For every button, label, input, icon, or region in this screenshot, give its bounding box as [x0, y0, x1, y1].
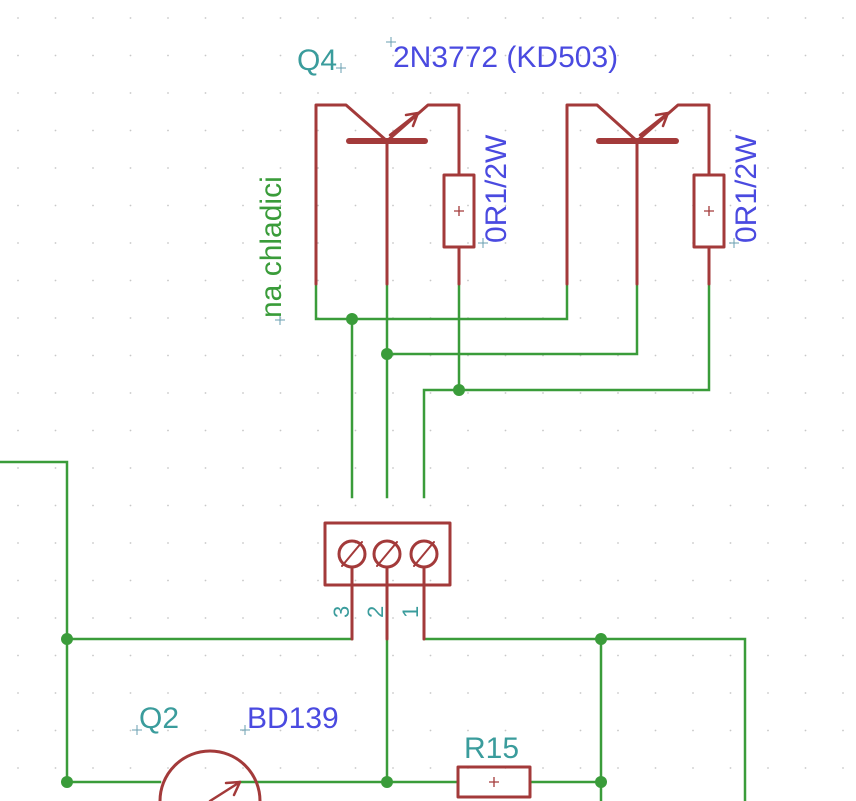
wires	[0, 282, 747, 801]
wire-base-net[interactable]	[385, 282, 639, 499]
q4-name-label: Q4	[297, 44, 337, 77]
resistor-right[interactable]	[692, 173, 726, 286]
wire-left-feed[interactable]	[0, 460, 69, 787]
heatsink-note: na chladici	[255, 176, 288, 318]
origin-cross	[240, 725, 250, 735]
junction-dot	[61, 776, 73, 788]
junction-dot	[595, 776, 607, 788]
resistor-mark	[489, 777, 499, 787]
junction-dot	[381, 776, 393, 788]
terminal-connector[interactable]	[323, 521, 452, 641]
transistor-q2[interactable]	[158, 749, 262, 801]
junction-dot	[595, 633, 607, 645]
resistor-left-value: 0R1/2W	[480, 134, 513, 243]
pin-2-label: 2	[363, 606, 388, 618]
q2-name-label: Q2	[139, 702, 179, 735]
wire-emitter-net[interactable]	[422, 282, 711, 499]
origin-cross	[132, 725, 142, 735]
q4-value-label: 2N3772 (KD503)	[393, 41, 618, 74]
resistor-right-value: 0R1/2W	[730, 134, 763, 243]
q2-value-label: BD139	[247, 702, 339, 735]
resistor-mark	[704, 206, 714, 216]
resistor-left[interactable]	[442, 173, 476, 286]
resistor-mark	[454, 206, 464, 216]
junction-dot	[346, 313, 358, 325]
wire-pin1-rail[interactable]	[422, 637, 747, 801]
origin-cross	[386, 37, 396, 47]
resistor-r15[interactable]	[456, 765, 532, 799]
junction-dot	[453, 384, 465, 396]
junction-dot	[381, 348, 393, 360]
transistor-q4-left[interactable]	[314, 103, 461, 286]
r15-name-label: R15	[464, 732, 519, 765]
origin-cross	[729, 238, 739, 248]
pin-1-label: 1	[398, 606, 423, 618]
wire-collector-net[interactable]	[314, 282, 569, 499]
origin-cross	[336, 63, 346, 73]
origin-cross	[478, 238, 488, 248]
pin-3-label: 3	[329, 606, 354, 618]
transistor-right[interactable]	[565, 103, 711, 286]
junction-dot	[61, 633, 73, 645]
origin-cross	[275, 315, 285, 325]
junctions	[61, 313, 607, 788]
